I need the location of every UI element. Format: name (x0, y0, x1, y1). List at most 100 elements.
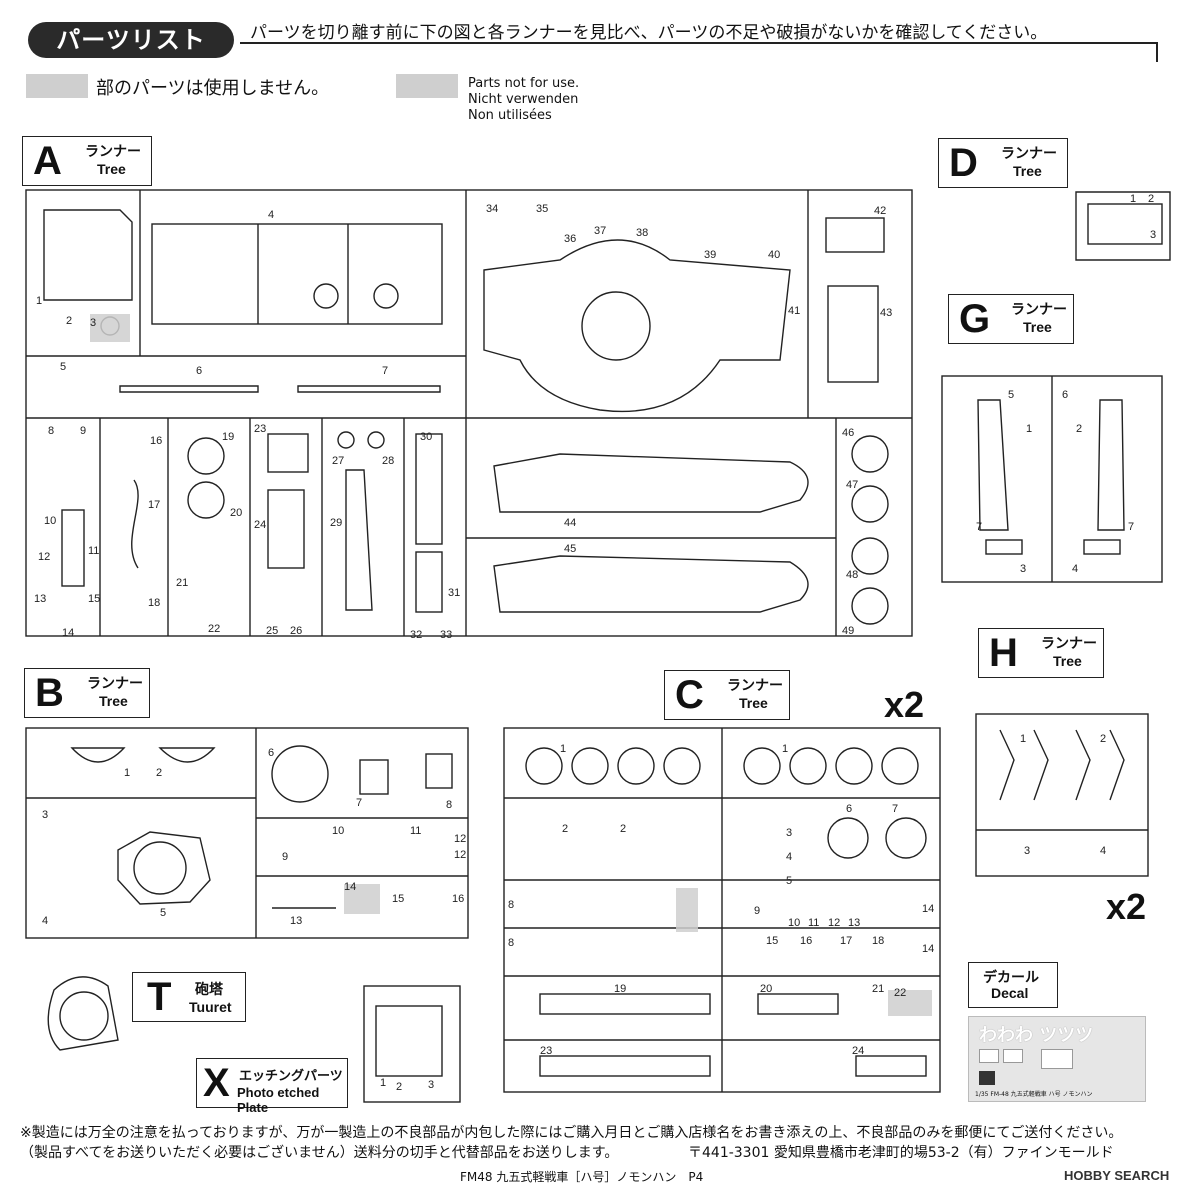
legend-swatch-jp (26, 74, 88, 98)
svg-text:3: 3 (90, 317, 96, 329)
svg-text:1: 1 (560, 743, 566, 755)
part-a28 (367, 431, 385, 449)
runner-label-c: C ランナー Tree (664, 670, 790, 720)
runner-c-wheels (525, 747, 919, 785)
svg-text:7: 7 (356, 797, 362, 809)
svg-text:10: 10 (788, 917, 800, 929)
svg-text:1: 1 (1020, 733, 1026, 745)
svg-text:3: 3 (1020, 563, 1026, 575)
runner-b-frame (25, 727, 469, 939)
runner-letter: X (203, 1061, 230, 1105)
part-b2 (158, 747, 216, 763)
runner-jp: ランナー (1011, 302, 1067, 318)
svg-text:28: 28 (382, 455, 394, 467)
runner-en: Tuuret (189, 999, 232, 1015)
legend-swatch-en (396, 74, 458, 98)
legend-fr: Non utilisées (468, 108, 552, 123)
runner-jp: ランナー (1001, 146, 1057, 162)
runner-label-t: T 砲塔 Tuuret (132, 972, 246, 1022)
part-b5 (117, 831, 211, 905)
svg-text:13: 13 (34, 593, 46, 605)
part-h2 (1075, 729, 1125, 801)
runner-label-h: H ランナー Tree (978, 628, 1104, 678)
svg-text:4: 4 (1072, 563, 1078, 575)
runner-en: Tree (99, 693, 128, 709)
svg-text:39: 39 (704, 249, 716, 261)
svg-text:15: 15 (392, 893, 404, 905)
part-a7 (297, 385, 441, 393)
svg-text:48: 48 (846, 569, 858, 581)
svg-text:2: 2 (66, 315, 72, 327)
svg-text:18: 18 (148, 597, 160, 609)
part-a27 (337, 431, 355, 449)
runner-jp: ランナー (85, 144, 141, 160)
part-c23 (539, 1055, 711, 1077)
svg-text:7: 7 (976, 521, 982, 533)
svg-text:2: 2 (1076, 423, 1082, 435)
footer-notice: ※製造には万全の注意を払っておりますが、万が一製造上の不良部品が内包した際にはご… (20, 1125, 1123, 1141)
svg-text:14: 14 (62, 627, 74, 639)
svg-text:13: 13 (290, 915, 302, 927)
unused-part-b14 (344, 884, 380, 914)
part-a6 (119, 385, 259, 393)
part-a1 (43, 209, 133, 301)
turret-t (47, 976, 119, 1051)
runner-label-decal: デカール Decal (968, 962, 1058, 1008)
part-a46 (851, 435, 889, 473)
svg-text:42: 42 (874, 205, 886, 217)
svg-text:5: 5 (160, 907, 166, 919)
svg-text:10: 10 (332, 825, 344, 837)
svg-text:11: 11 (410, 825, 421, 837)
svg-text:29: 29 (330, 517, 342, 529)
svg-text:31: 31 (448, 587, 460, 599)
runner-label-b: B ランナー Tree (24, 668, 150, 718)
svg-text:41: 41 (788, 305, 800, 317)
runner-en: Tree (739, 695, 768, 711)
runner-en: Decal (991, 985, 1029, 1001)
instruction-text: パーツを切り離す前に下の図と各ランナーを見比べ、パーツの不足や破損がないかを確認… (250, 23, 1048, 43)
decal-mark (1003, 1049, 1023, 1063)
etched-plate-x (363, 985, 461, 1103)
svg-text:16: 16 (150, 435, 162, 447)
part-a19 (187, 437, 225, 475)
svg-text:4: 4 (268, 209, 274, 221)
svg-text:40: 40 (768, 249, 780, 261)
runner-h-frame (975, 713, 1149, 877)
runner-label-x: X エッチングパーツ Photo etched Plate (196, 1058, 348, 1115)
part-a30 (415, 433, 443, 545)
svg-text:5: 5 (786, 875, 792, 887)
runner-label-a: A ランナー Tree (22, 136, 152, 186)
part-c20 (757, 993, 839, 1015)
svg-text:45: 45 (564, 543, 576, 555)
decal-footer: 1/35 FM-48 九五式軽戦車 ハ号 ノモンハン (975, 1091, 1093, 1098)
part-c7 (885, 817, 927, 859)
svg-text:1: 1 (124, 767, 130, 779)
svg-text:16: 16 (800, 935, 812, 947)
svg-text:33: 33 (440, 629, 452, 641)
svg-text:46: 46 (842, 427, 854, 439)
svg-text:1: 1 (1026, 423, 1032, 435)
svg-text:36: 36 (564, 233, 576, 245)
svg-text:12: 12 (454, 833, 466, 845)
part-a43 (827, 285, 879, 383)
part-a47 (851, 485, 889, 523)
svg-text:49: 49 (842, 625, 854, 637)
runner-jp: ランナー (727, 678, 783, 694)
runner-en: Tree (1053, 653, 1082, 669)
svg-text:15: 15 (766, 935, 778, 947)
part-c24 (855, 1055, 927, 1077)
part-a44 (493, 453, 809, 513)
svg-text:6: 6 (1062, 389, 1068, 401)
unused-part-c22 (888, 990, 932, 1016)
runner-jp: エッチングパーツ (239, 1069, 343, 1084)
footer-address: 〒441-3301 愛知県豊橋市老津町的場53-2（有）ファインモールド (688, 1145, 1114, 1161)
part-a49 (851, 587, 889, 625)
part-a20 (187, 481, 225, 519)
title-rule-end (1156, 42, 1158, 62)
runner-en: Photo etched Plate (237, 1085, 320, 1115)
part-a23 (267, 433, 309, 473)
svg-text:17: 17 (148, 499, 160, 511)
svg-text:3: 3 (786, 827, 792, 839)
svg-text:3: 3 (1024, 845, 1030, 857)
